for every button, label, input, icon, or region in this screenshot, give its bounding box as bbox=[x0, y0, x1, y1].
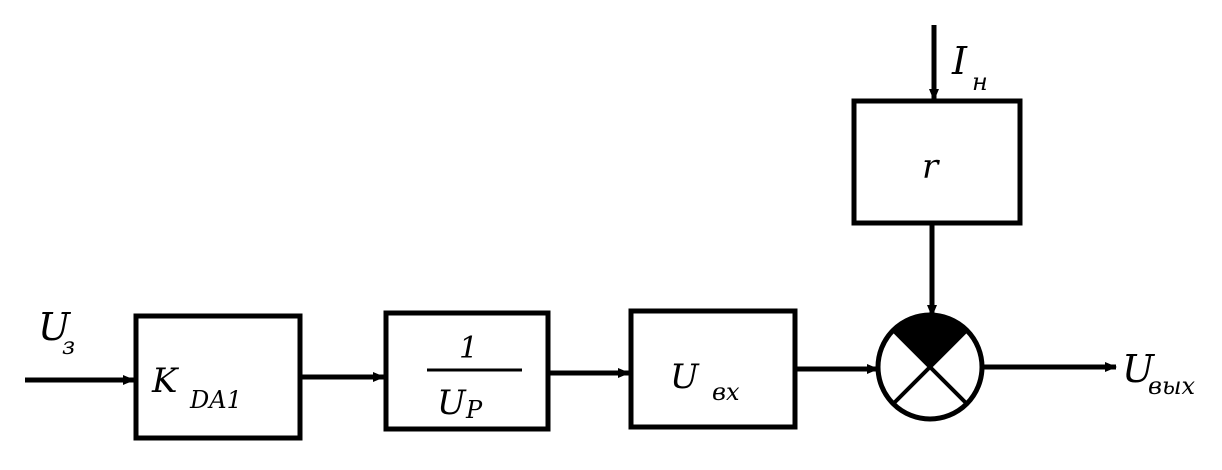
load-current-label: I н bbox=[951, 39, 988, 96]
output-signal-sub: вых bbox=[1148, 372, 1196, 400]
block-uvx: U вх bbox=[628, 308, 798, 430]
block-kda1-sub: DA1 bbox=[189, 386, 242, 414]
block-uvx-sub: вх bbox=[712, 378, 740, 406]
block-inverse-numerator: 1 bbox=[459, 331, 478, 366]
block-uvx-frame bbox=[628, 308, 798, 430]
block-inverse-den-sub: P bbox=[465, 396, 483, 424]
block-uvx-main: U bbox=[670, 357, 700, 397]
input-signal-label: U з bbox=[38, 305, 75, 360]
block-kda1-main: K bbox=[151, 361, 180, 401]
block-inverse: 1 U P bbox=[383, 310, 551, 432]
input-signal-main: U bbox=[38, 305, 72, 349]
load-current-main: I bbox=[951, 39, 968, 83]
output-signal-label: U вых bbox=[1122, 347, 1196, 400]
summing-junction-cross-2 bbox=[891, 328, 969, 406]
summing-junction bbox=[875, 312, 985, 422]
output-signal-main: U bbox=[1122, 347, 1156, 391]
summing-junction-negative-sector bbox=[893, 314, 967, 367]
block-r-frame bbox=[851, 98, 1023, 226]
block-kda1: K DA1 bbox=[133, 313, 303, 441]
block-r-symbol: r bbox=[922, 147, 940, 187]
block-inverse-den-main: U bbox=[437, 383, 467, 423]
load-current-sub: н bbox=[972, 68, 988, 96]
input-signal-sub: з bbox=[62, 332, 75, 360]
block-r: r bbox=[851, 98, 1023, 226]
